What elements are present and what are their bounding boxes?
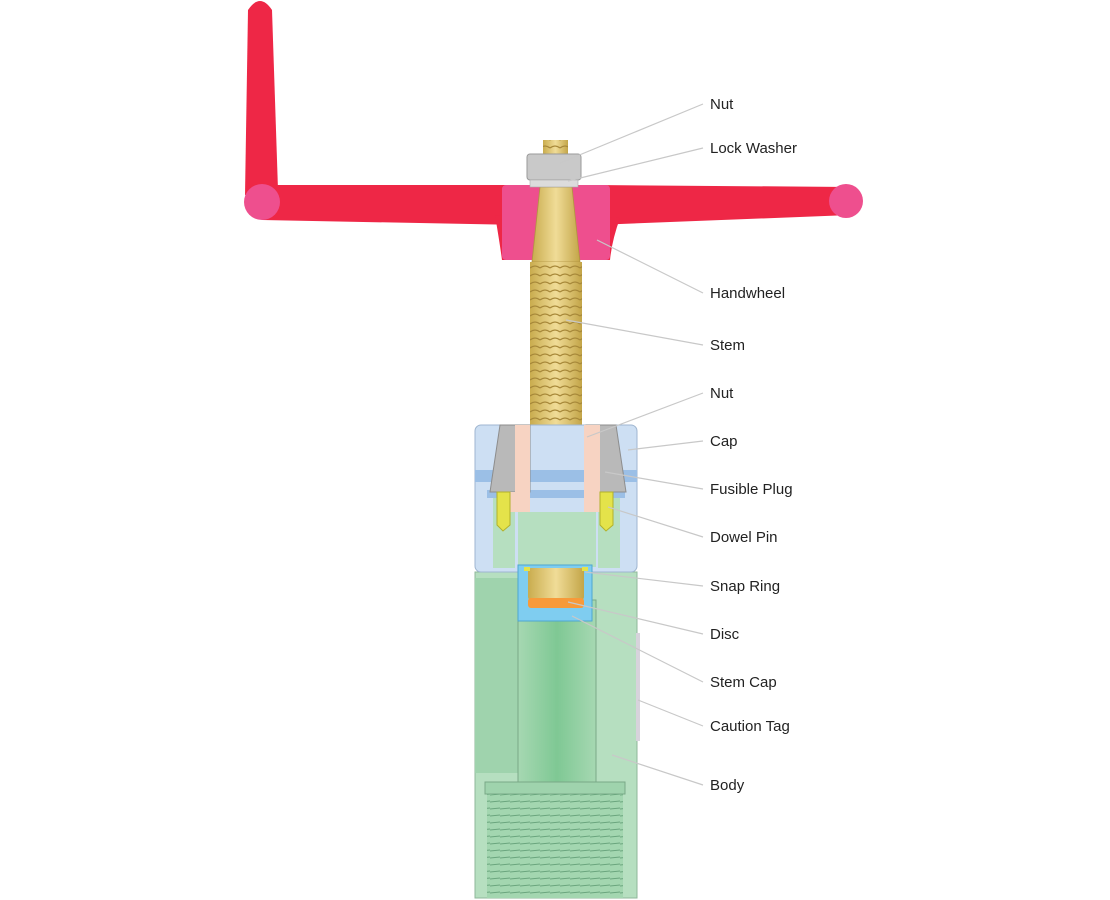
leader-lines: [559, 103, 704, 786]
label-handwheel: Handwheel: [710, 285, 785, 302]
label-stem: Stem: [710, 337, 745, 354]
label-stem-cap: Stem Cap: [710, 674, 777, 691]
label-dowel-pin: Dowel Pin: [710, 529, 778, 546]
label-snap-ring: Snap Ring: [710, 578, 780, 595]
label-caution-tag: Caution Tag: [710, 718, 790, 735]
label-fusible-plug: Fusible Plug: [710, 481, 793, 498]
label-body: Body: [710, 777, 745, 794]
label-nut-top: Nut: [710, 96, 734, 113]
stem-head: [528, 568, 584, 600]
snap-ring: [524, 567, 588, 571]
lock-washer: [529, 179, 579, 188]
dowel-pins: [496, 491, 614, 532]
label-lock-washer: Lock Washer: [710, 140, 797, 157]
label-nut-mid: Nut: [710, 385, 734, 402]
body: [474, 571, 638, 899]
label-cap: Cap: [710, 433, 738, 450]
disc: [528, 598, 584, 608]
caution-tag: [636, 633, 640, 741]
label-disc: Disc: [710, 626, 740, 643]
